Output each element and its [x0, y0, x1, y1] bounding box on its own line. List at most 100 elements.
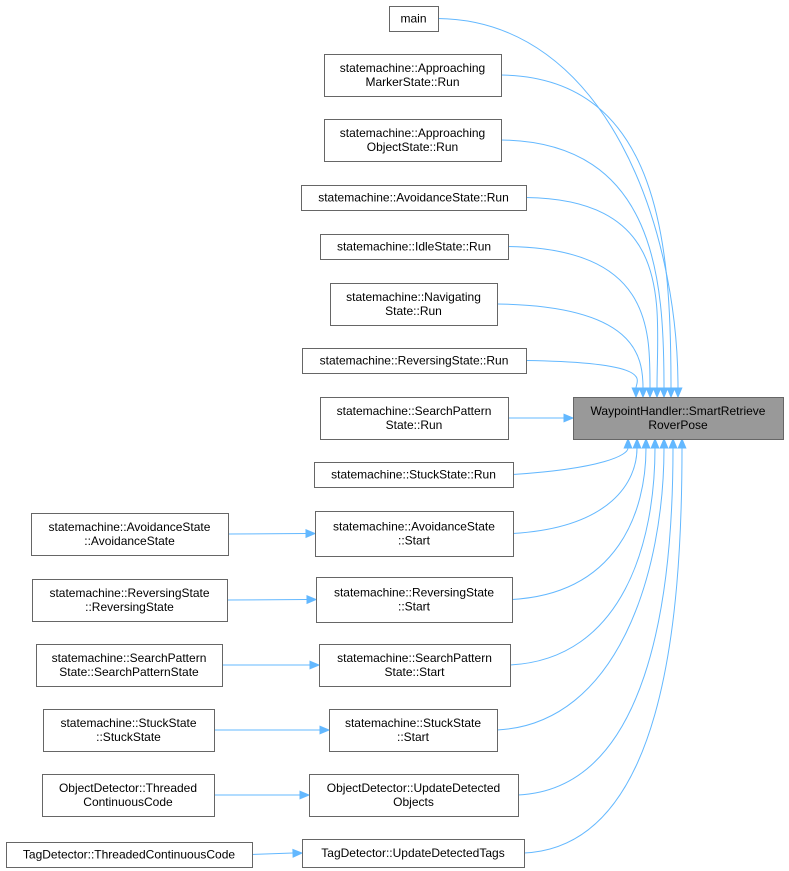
node-label: TagDetector::UpdateDetectedTags	[321, 846, 504, 860]
node-label: statemachine::Approaching	[340, 126, 485, 140]
edge-arrowhead	[563, 413, 575, 423]
edge-search-start-to-target	[509, 437, 660, 666]
node-box	[43, 709, 215, 752]
node-search-start[interactable]: statemachine::SearchPatternState::Start	[319, 644, 511, 687]
node-box	[31, 513, 229, 556]
edge-idle-run-to-target	[507, 246, 655, 399]
edge-arrowhead	[306, 594, 318, 605]
node-approach-marker-run[interactable]: statemachine::ApproachingMarkerState::Ru…	[324, 54, 502, 97]
edge-search-run-to-target	[508, 413, 575, 423]
edge-line	[523, 447, 683, 854]
node-main[interactable]: main	[389, 6, 439, 32]
node-stuck-ctor[interactable]: statemachine::StuckState::StuckState	[43, 709, 215, 752]
node-object-threaded[interactable]: ObjectDetector::ThreadedContinuousCode	[42, 774, 215, 817]
edge-arrowhead	[631, 387, 641, 399]
edge-line	[511, 447, 647, 600]
edge-arrowhead	[659, 437, 669, 449]
edge-arrowhead	[299, 790, 311, 800]
edge-arrowhead	[652, 387, 662, 399]
node-label: statemachine::SearchPattern	[337, 404, 492, 418]
node-label: ::StuckState	[96, 730, 161, 744]
edge-main-to-target	[437, 18, 683, 399]
edge-arrowhead	[645, 387, 655, 399]
edge-reversing-run-to-target	[525, 360, 641, 399]
edge-arrowhead	[305, 529, 317, 539]
node-label: statemachine::AvoidanceState	[333, 520, 495, 534]
edge-tag-threaded-to-update-tags	[251, 848, 304, 858]
edge-arrowhead	[666, 387, 676, 399]
node-stuck-run[interactable]: statemachine::StuckState::Run	[314, 462, 514, 488]
node-tag-threaded[interactable]: TagDetector::ThreadedContinuousCode	[6, 842, 253, 868]
node-box	[573, 397, 784, 440]
node-label: ::Start	[398, 600, 431, 614]
node-reversing-start[interactable]: statemachine::ReversingState::Start	[316, 577, 513, 623]
node-stuck-start[interactable]: statemachine::StuckState::Start	[329, 709, 498, 752]
edge-arrowhead	[641, 437, 651, 449]
node-box	[301, 185, 527, 211]
edge-arrowhead	[638, 387, 648, 399]
node-box	[302, 348, 527, 374]
node-avoidance-run[interactable]: statemachine::AvoidanceState::Run	[301, 185, 527, 211]
node-label: ObjectState::Run	[367, 140, 458, 154]
edge-line	[525, 360, 638, 389]
edge-line	[227, 533, 307, 535]
edge-line	[496, 303, 644, 389]
node-update-tags[interactable]: TagDetector::UpdateDetectedTags	[302, 839, 525, 868]
node-search-run[interactable]: statemachine::SearchPatternState::Run	[320, 397, 509, 440]
node-box	[330, 283, 498, 326]
edges-layer	[214, 18, 687, 858]
node-reversing-run[interactable]: statemachine::ReversingState::Run	[302, 348, 527, 374]
edge-arrowhead	[650, 437, 660, 449]
edge-arrowhead	[668, 437, 678, 449]
node-reversing-ctor[interactable]: statemachine::ReversingState::ReversingS…	[32, 579, 228, 622]
node-search-ctor[interactable]: statemachine::SearchPatternState::Search…	[36, 644, 223, 687]
edge-line	[500, 139, 665, 389]
edge-stuck-start-to-target	[496, 437, 669, 731]
edge-arrowhead	[623, 437, 633, 449]
edge-approach-object-run-to-target	[500, 139, 669, 399]
edge-search-ctor-to-search-start	[222, 660, 321, 670]
edge-arrowhead	[677, 437, 687, 449]
node-label: ContinuousCode	[83, 795, 173, 809]
node-label: statemachine::AvoidanceState::Run	[318, 191, 509, 205]
node-label: Objects	[393, 795, 434, 809]
edge-arrowhead	[319, 725, 331, 735]
edge-line	[509, 447, 656, 666]
node-box	[316, 577, 513, 623]
node-label: MarkerState::Run	[365, 75, 459, 89]
edge-line	[507, 246, 651, 389]
node-box	[324, 54, 502, 97]
edge-line	[437, 18, 679, 389]
node-box	[315, 511, 514, 557]
node-box	[309, 774, 519, 817]
node-idle-run[interactable]: statemachine::IdleState::Run	[320, 234, 509, 260]
node-avoidance-start[interactable]: statemachine::AvoidanceState::Start	[315, 511, 514, 557]
node-label: ObjectDetector::Threaded	[59, 781, 197, 795]
node-approach-object-run[interactable]: statemachine::ApproachingObjectState::Ru…	[324, 119, 502, 162]
node-avoidance-ctor[interactable]: statemachine::AvoidanceState::AvoidanceS…	[31, 513, 229, 556]
node-label: WaypointHandler::SmartRetrieve	[591, 404, 766, 418]
node-box	[329, 709, 498, 752]
edge-line	[512, 447, 638, 534]
node-label: RoverPose	[648, 418, 708, 432]
node-label: statemachine::StuckState	[60, 716, 196, 730]
edge-avoidance-ctor-to-avoidance-start	[227, 529, 317, 539]
edge-stuck-ctor-to-stuck-start	[214, 725, 331, 735]
node-label: statemachine::SearchPattern	[337, 651, 492, 665]
node-label: ::Start	[398, 534, 431, 548]
edge-update-objects-to-target	[517, 437, 678, 796]
node-box	[32, 579, 228, 622]
node-label: statemachine::IdleState::Run	[337, 240, 491, 254]
node-label: main	[400, 12, 426, 26]
node-box	[314, 462, 514, 488]
edge-reversing-start-to-target	[511, 437, 651, 600]
node-label: statemachine::StuckState::Run	[331, 468, 496, 482]
node-label: statemachine::AvoidanceState	[49, 520, 211, 534]
edge-line	[512, 447, 629, 475]
node-label: statemachine::StuckState	[345, 716, 481, 730]
